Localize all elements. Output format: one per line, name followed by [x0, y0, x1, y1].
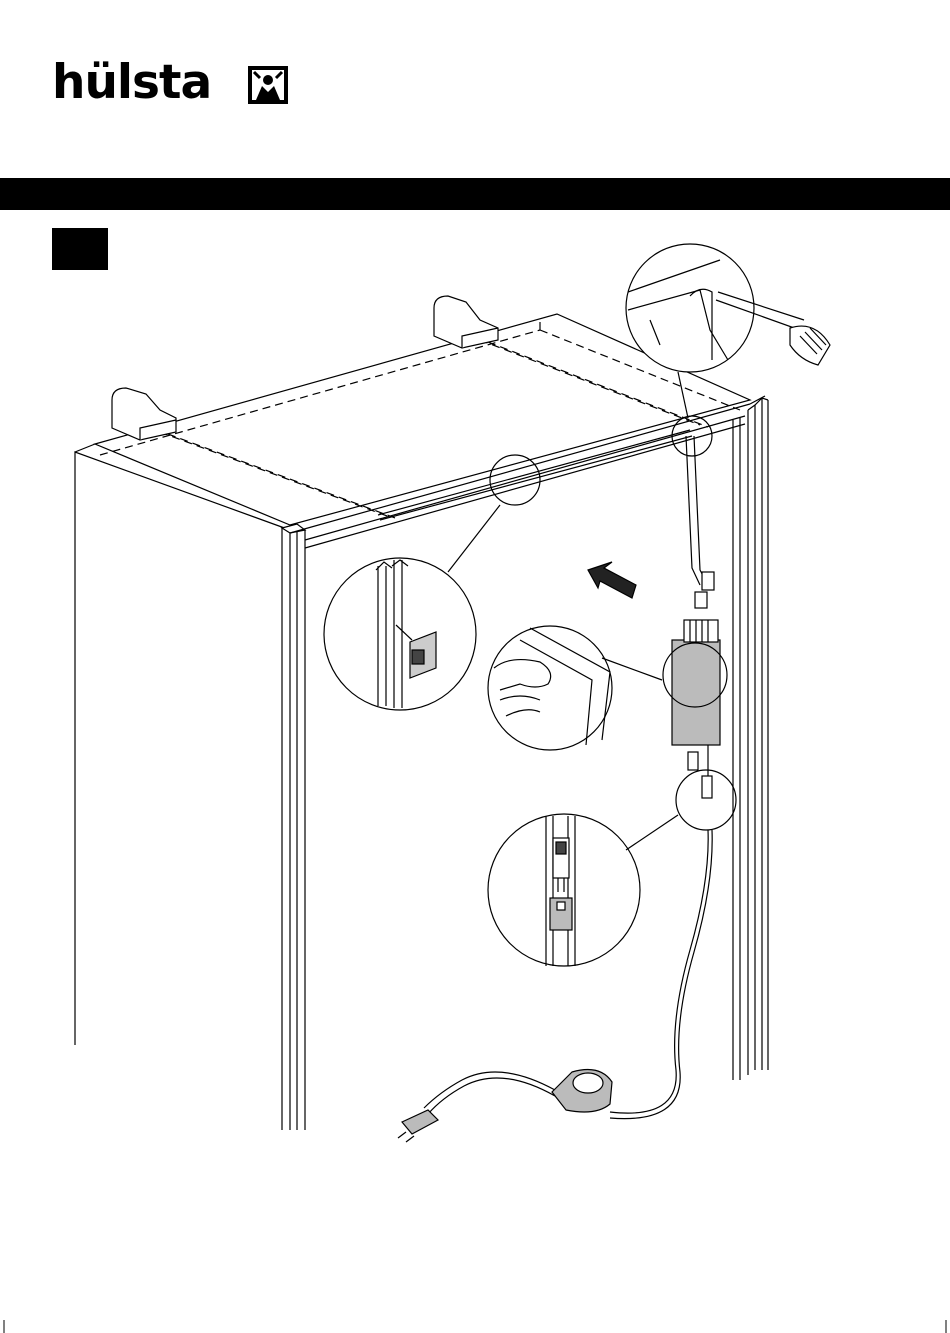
- screwdriver-icon: [790, 326, 830, 365]
- transformer-icon: [663, 620, 727, 798]
- light-cable: [686, 436, 714, 608]
- wardrobe-carcass: [75, 314, 768, 1130]
- direction-arrow-icon: [588, 562, 636, 598]
- detail-circle-hand: [488, 626, 662, 750]
- dimmer-switch-icon: [552, 1070, 612, 1112]
- power-plug-icon: [398, 1110, 438, 1142]
- crop-marks: [4, 1320, 946, 1333]
